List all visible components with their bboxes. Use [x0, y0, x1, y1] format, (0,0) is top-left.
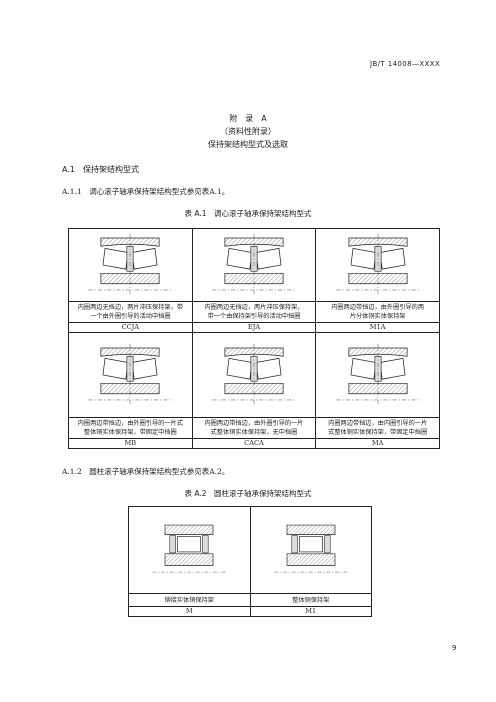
appendix-title: 附 录 A [229, 114, 267, 123]
cage-code: M [128, 606, 251, 617]
table-a1: 内圈两边无挡边，两片冲压保持架，带一个由外圈引导的活动中挡圈 内圈两边无挡边，两… [68, 228, 440, 449]
spherical-roller-bearing-drawing-icon [326, 343, 430, 407]
appendix-nature: （资料性附录） [220, 127, 276, 136]
bearing-drawing-cell [128, 506, 251, 594]
paragraph-a12: A.1.2 圆柱滚子轴承保持架结构型式参见表A.2。 [62, 467, 230, 476]
bearing-drawing-cell [249, 506, 372, 594]
cage-description: 内圈两边带挡边，由内圈引导的一片式整体铜实体保持架，带固定中挡圈 [315, 417, 440, 439]
bearing-drawing-cell [191, 228, 317, 302]
table-row [128, 506, 372, 594]
spherical-roller-bearing-drawing-icon [202, 343, 306, 407]
cylindrical-roller-bearing-drawing-icon [263, 518, 359, 582]
cage-code: EJA [191, 322, 317, 333]
bearing-drawing-cell [191, 332, 317, 418]
cage-code: CCJA [68, 322, 193, 333]
table-row [68, 228, 440, 302]
cage-description: 内圈两边无挡边，两片冲压保持架，带一个由外圈引导的活动中挡圈 [68, 301, 193, 323]
cage-description: 内圈两边带挡边，由外圈引导的两片分体铜实体保持架 [315, 301, 440, 323]
table-a2: 铆接实体铜保持架 整体铜保持架 M M1 [128, 506, 372, 617]
paragraph-a11: A.1.1 调心滚子轴承保持架结构型式参见表A.1。 [62, 187, 230, 196]
cage-code: CACA [191, 438, 317, 449]
cage-code: M1A [315, 322, 440, 333]
bearing-drawing-cell [315, 332, 440, 418]
page-number: 9 [452, 644, 457, 652]
cage-description: 内圈两边无挡边，两片冲压保持架，带一个由保持架引导的活动中挡圈 [191, 301, 317, 323]
spherical-roller-bearing-drawing-icon [78, 233, 182, 297]
spherical-roller-bearing-drawing-icon [326, 233, 430, 297]
cage-code: MA [315, 438, 440, 449]
table-row: M M1 [128, 606, 372, 617]
table-row: CCJA EJA M1A [68, 322, 440, 333]
section-a1-heading: A.1 保持架结构型式 [62, 165, 139, 174]
cage-description: 内圈两边带挡边，由外圈引导的一片式整体铜实体保持架，带固定中挡圈 [68, 417, 193, 439]
cylindrical-roller-bearing-drawing-icon [141, 518, 237, 582]
table-row [68, 332, 440, 418]
table-row: 内圈两边带挡边，由外圈引导的一片式整体铜实体保持架，带固定中挡圈 内圈两边带挡边… [68, 417, 440, 439]
cage-code: MB [68, 438, 193, 449]
cage-description: 整体铜保持架 [249, 593, 372, 607]
cage-description: 内圈两边带挡边，由外圈引导的一片式整体铜实体保持架，无中挡圈 [191, 417, 317, 439]
bearing-drawing-cell [68, 228, 193, 302]
bearing-drawing-cell [68, 332, 193, 418]
table-a1-caption: 表 A.1 调心滚子轴承保持架结构型式 [184, 209, 312, 218]
standard-number-header: JB/T 14008—XXXX [370, 60, 441, 68]
appendix-subject: 保持架结构型式及选取 [208, 140, 288, 149]
table-a2-caption: 表 A.2 圆柱滚子轴承保持架结构型式 [184, 489, 312, 498]
table-row: 铆接实体铜保持架 整体铜保持架 [128, 593, 372, 607]
spherical-roller-bearing-drawing-icon [202, 233, 306, 297]
cage-description: 铆接实体铜保持架 [128, 593, 251, 607]
cage-code: M1 [249, 606, 372, 617]
table-row: 内圈两边无挡边，两片冲压保持架，带一个由外圈引导的活动中挡圈 内圈两边无挡边，两… [68, 301, 440, 323]
spherical-roller-bearing-drawing-icon [78, 343, 182, 407]
bearing-drawing-cell [315, 228, 440, 302]
table-row: MB CACA MA [68, 438, 440, 449]
